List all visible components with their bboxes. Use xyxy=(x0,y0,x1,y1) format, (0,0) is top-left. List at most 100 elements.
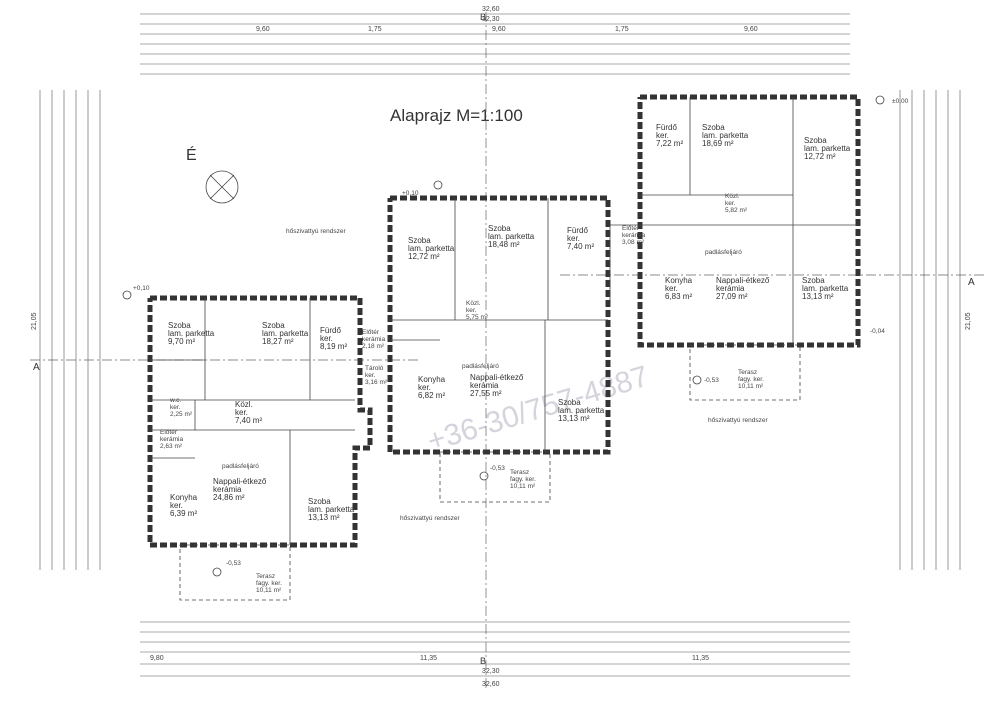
svg-text:Terasz: Terasz xyxy=(510,469,529,476)
svg-text:ker.: ker. xyxy=(567,234,580,243)
svg-text:lam. parketta: lam. parketta xyxy=(802,284,849,293)
svg-text:5,82 m²: 5,82 m² xyxy=(725,207,748,214)
svg-text:ker.: ker. xyxy=(320,334,333,343)
svg-text:Szoba: Szoba xyxy=(262,321,285,330)
svg-text:Szoba: Szoba xyxy=(408,236,431,245)
dim-top-seg-1: 9,60 xyxy=(256,26,270,33)
top-dimensions: 32,60 32,30 9,60 1,75 9,60 1,75 9,60 xyxy=(140,6,850,75)
svg-text:ker.: ker. xyxy=(418,383,431,392)
svg-text:kerámia: kerámia xyxy=(213,485,242,494)
section-mark-b-bottom: B xyxy=(480,656,486,666)
svg-text:fagy. ker.: fagy. ker. xyxy=(256,580,282,587)
svg-text:ker.: ker. xyxy=(170,501,183,510)
section-mark-a-right: A xyxy=(968,277,975,288)
svg-text:2,63 m²: 2,63 m² xyxy=(160,443,183,450)
svg-text:2,18 m²: 2,18 m² xyxy=(362,343,385,350)
svg-text:6,83 m²: 6,83 m² xyxy=(665,292,692,301)
dim-bottom-seg-2: 11,35 xyxy=(420,655,437,662)
dim-right-total: 21,05 xyxy=(965,312,972,330)
level-terrace-left: -0,53 xyxy=(226,560,241,567)
svg-text:Szoba: Szoba xyxy=(558,398,581,407)
bottom-dimensions: 9,80 11,35 11,35 32,30 32,60 xyxy=(140,621,850,688)
watermark-phone: +36-30/757-4887 xyxy=(424,360,653,459)
dim-top-seg-4: 1,75 xyxy=(615,26,629,33)
svg-text:lam. parketta: lam. parketta xyxy=(262,329,309,338)
svg-text:Nappali-étkező: Nappali-étkező xyxy=(470,373,524,382)
svg-text:kerámia: kerámia xyxy=(716,284,745,293)
plan-title: Alaprajz M=1:100 xyxy=(390,106,523,125)
svg-text:2,25 m²: 2,25 m² xyxy=(170,411,193,418)
svg-text:Közl.: Közl. xyxy=(235,400,253,409)
svg-text:Konyha: Konyha xyxy=(665,276,693,285)
unit-middle-walls xyxy=(387,195,611,455)
svg-text:lam. parketta: lam. parketta xyxy=(408,244,455,253)
dim-bottom-seg-1: 9,80 xyxy=(150,655,164,662)
dim-top-sub: 32,30 xyxy=(482,16,500,23)
svg-text:18,48 m²: 18,48 m² xyxy=(488,240,520,249)
section-mark-a-left: A xyxy=(33,362,40,373)
room-label: Közl.ker.5,82 m² xyxy=(725,193,748,214)
svg-text:Előtér: Előtér xyxy=(622,225,640,232)
svg-text:18,27 m²: 18,27 m² xyxy=(262,337,294,346)
note-attic-ladder-mid: padlásfeljáró xyxy=(462,363,499,370)
svg-text:w.c.: w.c. xyxy=(169,397,181,404)
dim-top-seg-2: 1,75 xyxy=(368,26,382,33)
svg-text:Konyha: Konyha xyxy=(170,493,198,502)
svg-text:13,13 m²: 13,13 m² xyxy=(308,513,340,522)
svg-text:ker.: ker. xyxy=(665,284,678,293)
svg-text:13,13 m²: 13,13 m² xyxy=(802,292,834,301)
svg-text:Szoba: Szoba xyxy=(308,497,331,506)
svg-text:Fürdő: Fürdő xyxy=(320,326,341,335)
note-heat-pump-right: hőszivattyú rendszer xyxy=(708,417,768,424)
svg-text:Fürdő: Fürdő xyxy=(567,226,588,235)
svg-text:lam. parketta: lam. parketta xyxy=(488,232,535,241)
svg-text:lam. parketta: lam. parketta xyxy=(702,131,749,140)
svg-text:fagy. ker.: fagy. ker. xyxy=(510,476,536,483)
svg-text:kerámia: kerámia xyxy=(470,381,499,390)
section-mark-b-top: B xyxy=(480,12,486,22)
svg-text:Előtér: Előtér xyxy=(362,329,380,336)
svg-text:ker.: ker. xyxy=(365,372,376,379)
north-arrow: É xyxy=(186,145,239,204)
svg-text:Szoba: Szoba xyxy=(802,276,825,285)
level-ground-right: ±0,00 xyxy=(892,98,909,105)
level-upper-mid: +0,10 xyxy=(402,190,419,197)
svg-text:7,40 m²: 7,40 m² xyxy=(567,242,594,251)
svg-text:kerámia: kerámia xyxy=(362,336,386,343)
level-slab: -0,04 xyxy=(870,328,885,335)
svg-text:10,11 m²: 10,11 m² xyxy=(256,587,282,594)
level-terrace-right: -0,53 xyxy=(704,377,719,384)
note-heat-pump-mid: hőszivattyú rendszer xyxy=(400,515,460,522)
room-label: w.c.ker.2,25 m² xyxy=(169,397,193,418)
room-label: Közl.ker.5,75 m² xyxy=(466,300,489,321)
svg-text:6,82 m²: 6,82 m² xyxy=(418,391,445,400)
svg-text:12,72 m²: 12,72 m² xyxy=(804,152,836,161)
level-terrace-mid: -0,53 xyxy=(490,465,505,472)
svg-text:6,39 m²: 6,39 m² xyxy=(170,509,197,518)
svg-text:9,70 m²: 9,70 m² xyxy=(168,337,195,346)
svg-text:18,69 m²: 18,69 m² xyxy=(702,139,734,148)
dim-bottom-seg-3: 11,35 xyxy=(692,655,709,662)
level-markers: +0,10 +0,10 ±0,00 -0,53 -0,53 -0,53 -0,0… xyxy=(122,95,909,577)
svg-text:10,11 m²: 10,11 m² xyxy=(510,483,536,490)
svg-text:Szoba: Szoba xyxy=(702,123,725,132)
dim-bottom-total: 32,60 xyxy=(482,681,500,688)
svg-text:kerámia: kerámia xyxy=(622,232,646,239)
svg-text:27,09 m²: 27,09 m² xyxy=(716,292,748,301)
svg-text:7,22 m²: 7,22 m² xyxy=(656,139,683,148)
